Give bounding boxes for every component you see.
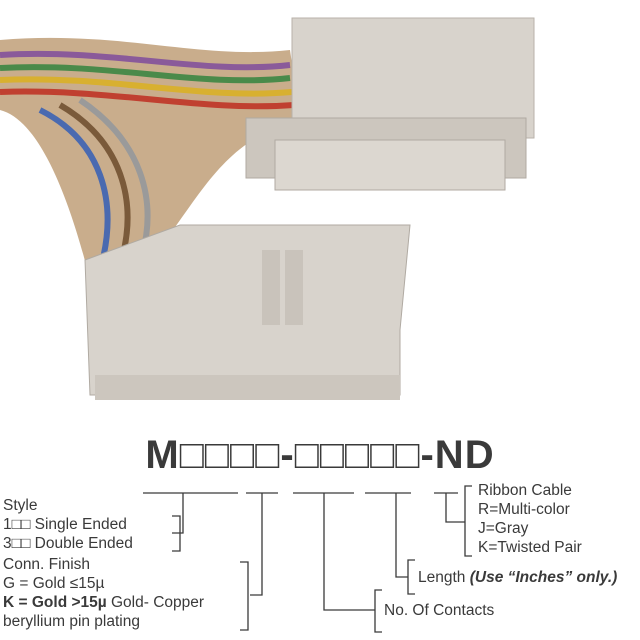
finish-option-k-line2: beryllium pin plating (3, 613, 140, 630)
style-heading: Style (3, 497, 38, 514)
finish-option-k-desc: Gold- Copper (106, 594, 205, 611)
ribbon-option-r: R=Multi-color (478, 501, 570, 518)
contacts-label: No. Of Contacts (384, 602, 495, 619)
ribbon-heading: Ribbon Cable (478, 482, 572, 499)
length-text: Length (418, 569, 470, 586)
length-note: (Use “Inches” only.) (469, 569, 618, 586)
finish-option-k-code: K = Gold >15µ (3, 594, 107, 611)
ribbon-cable-assembly-image (0, 17, 535, 400)
connector-top (245, 17, 535, 191)
part-number-template: M□□□□-□□□□□-ND (145, 433, 495, 477)
ribbon-cable (0, 37, 300, 281)
finish-heading: Conn. Finish (3, 556, 91, 573)
connector-bottom (84, 224, 411, 400)
length-label: Length (Use “Inches” only.) (418, 568, 617, 587)
finish-option-k: K = Gold >15µ Gold- Copper (3, 593, 204, 612)
style-option-double: 3□□ Double Ended (3, 535, 133, 552)
ribbon-option-j: J=Gray (478, 520, 529, 537)
ribbon-option-k: K=Twisted Pair (478, 539, 582, 556)
style-option-single: 1□□ Single Ended (3, 516, 127, 533)
finish-option-g: G = Gold ≤15µ (3, 575, 105, 592)
